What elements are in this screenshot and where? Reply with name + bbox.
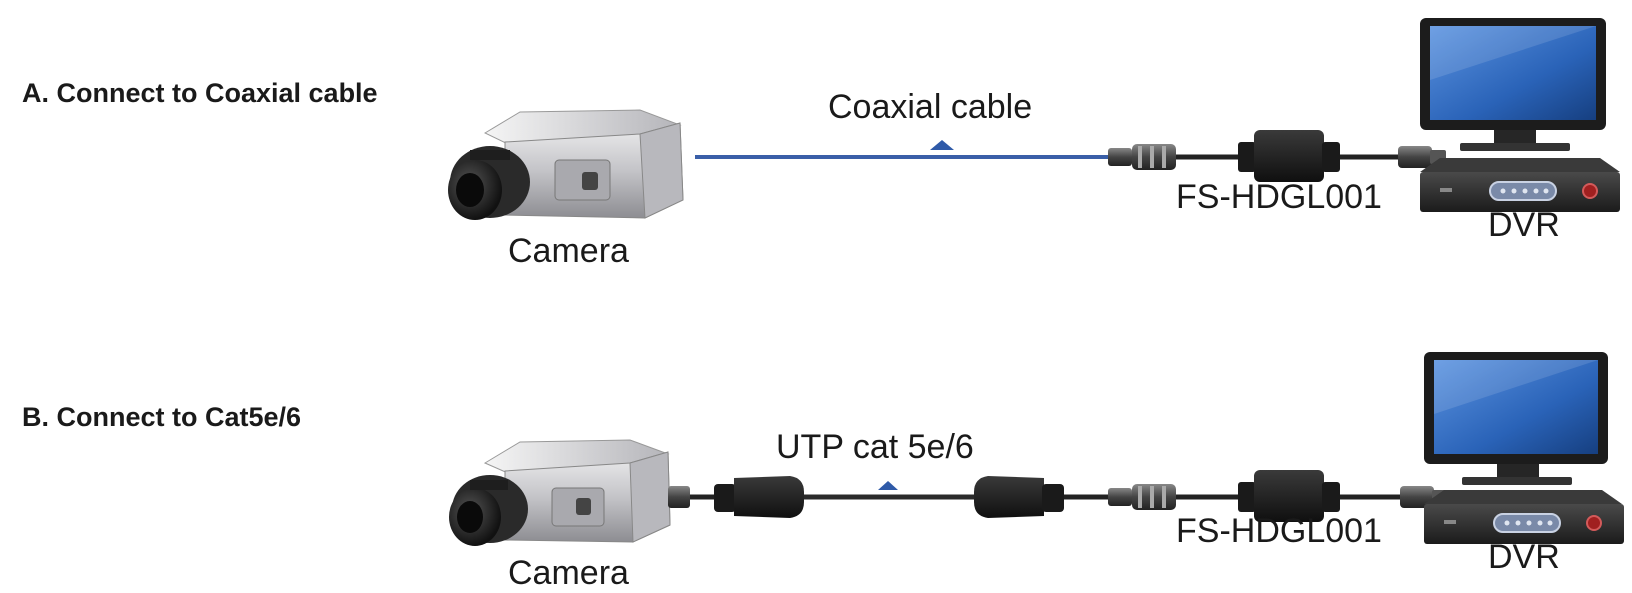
camera-a-label: Camera — [508, 232, 629, 270]
fs-hdgl001-a-label: FS-HDGL001 — [1176, 178, 1382, 216]
fs-hdgl001-a-icon — [1238, 130, 1340, 182]
section-a-title: A. Connect to Coaxial cable — [22, 78, 378, 108]
utp-cable-label: UTP cat 5e/6 — [776, 428, 974, 466]
bnc-connector-a-icon — [1108, 144, 1176, 170]
bnc-connector-b-icon — [1108, 484, 1176, 510]
dvr-b-icon — [1424, 352, 1624, 544]
dvr-a-icon — [1420, 18, 1620, 212]
section-b-title: B. Connect to Cat5e/6 — [22, 402, 302, 432]
camera-connector-b-icon — [668, 486, 690, 508]
balun-right-icon — [974, 476, 1064, 518]
cable-marker-icon — [930, 140, 954, 150]
camera-b-icon — [449, 439, 671, 546]
utp-cable-marker-icon — [878, 481, 898, 490]
camera-a-icon — [448, 109, 684, 220]
fs-hdgl001-b-icon — [1238, 470, 1340, 522]
coaxial-cable-label: Coaxial cable — [828, 88, 1033, 126]
fs-hdgl001-b-label: FS-HDGL001 — [1176, 512, 1382, 550]
dvr-b-label: DVR — [1488, 538, 1560, 576]
balun-left-icon — [714, 476, 804, 518]
camera-b-label: Camera — [508, 554, 629, 592]
dvr-a-label: DVR — [1488, 206, 1560, 244]
